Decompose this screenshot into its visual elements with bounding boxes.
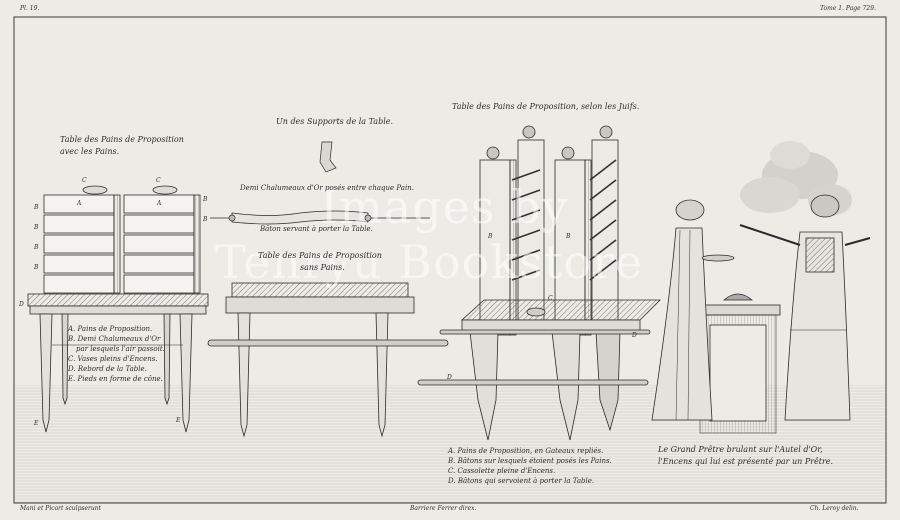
letter-c-3: C [548,295,553,302]
title-tubes: Demi Chalumeaux d'Or posés entre chaque … [240,184,414,192]
volume-page: Tome 1. Page 729. [820,5,876,12]
title-bar: Bâton servant à porter la Table. [260,225,373,233]
title-support: Un des Supports de la Table. [276,117,394,126]
legend-right-item: B. Bâtons sur lesquels étoient posés les… [448,457,612,465]
watermark-line2: Tenryu Bookstore [215,235,644,289]
jewish-table [417,125,661,441]
letter-b-7: B [488,233,493,240]
letter-b-5: B [203,196,208,203]
legend-left-item: par lesquels l'air passoit. [76,345,165,353]
legend-right-item: D. Bâtons qui servoient à porter la Tabl… [448,477,595,485]
letter-c-1: C [82,177,87,184]
legend-left-item: A. Pains de Proposition. [68,325,153,333]
footer-center: Barriere Ferrer direx. [410,505,477,512]
title-table-with-loaves-2: avec les Pains. [60,147,120,156]
legend-right: A. Pains de Proposition, en Gateaux repl… [448,446,612,486]
altar-of-incense [695,293,781,434]
letter-a-2: A [157,200,162,207]
legend-left-item: E. Pieds en forme de cône. [68,375,163,383]
legend-right-item: A. Pains de Proposition, en Gateaux repl… [448,447,604,455]
legend-left-item: D. Rebord de la Table. [68,365,147,373]
loaf-stack-left [43,185,121,294]
plate-number: Pl. 19. [20,5,40,12]
title-table-without-loaves-1: Table des Pains de Proposition [258,251,382,260]
title-table-with-loaves-1: Table des Pains de Proposition [60,135,184,144]
letter-e-2: E [176,417,181,424]
letter-c-2: C [156,177,161,184]
legend-left-item: C. Vases pleins d'Encens. [68,355,158,363]
watermark-line1: Images by [320,180,569,234]
letter-e-1: E [34,420,39,427]
smoke-cloud [740,141,852,216]
title-jewish-table: Table des Pains de Proposition, selon le… [452,102,640,111]
caption-priest-2: l'Encens qui lui est présenté par un Prê… [658,457,834,466]
table-without-loaves [207,282,449,438]
table-support [319,141,337,173]
loaf-stack-right [123,185,201,294]
footer-right: Ch. Leroy delin. [810,505,859,512]
legend-right-item: C. Cassolette pleine d'Encens. [448,467,556,475]
table-with-loaves [27,185,209,433]
letter-b-2: B [34,224,39,231]
legend-left: A. Pains de Proposition. B. Demi Chalume… [68,324,165,384]
letter-a-1: A [77,200,82,207]
footer-engraver: Mani et Picart sculpserunt [20,505,102,512]
legend-left-item: B. Demi Chalumeaux d'Or [68,335,161,343]
high-priest [739,194,871,421]
letter-b-6: B [203,216,208,223]
letter-d-2: D [632,332,637,339]
title-table-without-loaves-2: sans Pains. [300,263,345,272]
letter-d-1: D [19,301,24,308]
letter-b-8: B [566,233,571,240]
caption-priest-1: Le Grand Prêtre brulant sur l'Autel d'Or… [658,445,823,454]
letter-d-3: D [447,374,452,381]
letter-b-1: B [34,204,39,211]
letter-b-3: B [34,244,39,251]
golden-tubes [210,210,430,225]
priest-left [651,199,735,421]
letter-b-4: B [34,264,39,271]
